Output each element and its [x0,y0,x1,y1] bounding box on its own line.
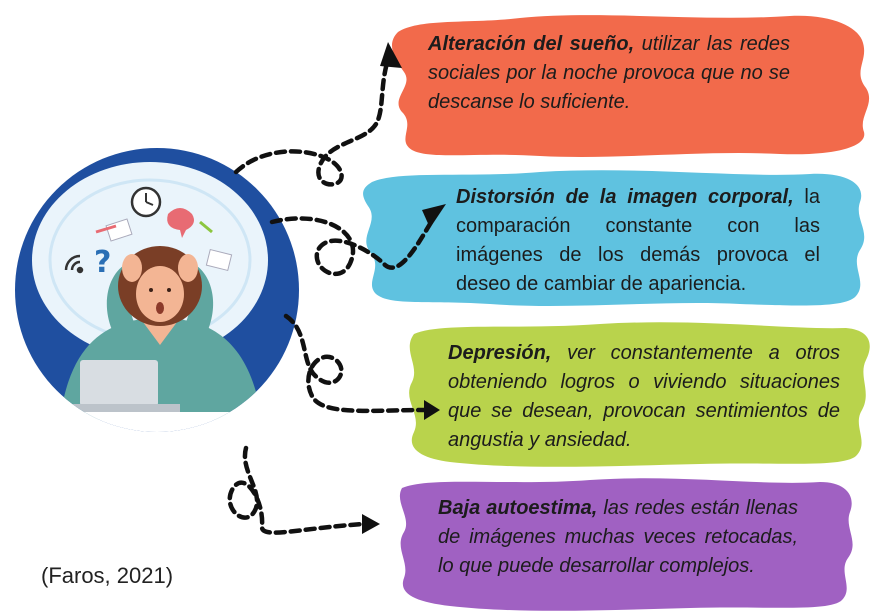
brush-orange [391,15,870,157]
connector-to-depression [283,313,429,414]
arrowhead-4 [362,514,380,534]
question-mark-icon: ? [94,245,111,280]
effect-title: Baja autoestima, [438,497,598,519]
effect-body-image-distortion: Distorsión de la imagen corporal, la com… [456,183,820,299]
effect-low-self-esteem: Baja autoestima, las redes están llenas … [438,494,798,581]
connector-to-self-esteem [227,445,367,535]
brush-green [409,322,870,467]
brush-blue [363,170,865,306]
clock-icon [130,186,162,218]
effect-title: Depresión, [448,342,552,364]
effect-title: Alteración del sueño, [428,33,635,55]
laptop-icon [80,360,158,406]
effect-sleep-disruption: Alteración del sueño, utilizar las redes… [428,30,790,117]
speech-bubble-icon [167,208,194,238]
arrowhead-2 [422,204,446,228]
effect-title: Distorsión de la imagen corporal, [456,186,794,208]
effect-body: las redes están llenas de imágenes mucha… [438,497,798,577]
effect-body: ver constantemente a otros obteniendo lo… [448,342,840,451]
connector-to-body-image [269,211,439,277]
arrowhead-3 [424,400,440,420]
effect-body: la comparación constante con las imágene… [456,186,820,295]
arrowhead-1 [380,42,402,68]
effect-body: utilizar las redes sociales por la noche… [428,33,791,113]
connector-to-sleep [233,51,393,187]
brush-purple [399,478,853,611]
wifi-icon [64,254,84,274]
citation: (Faros, 2021) [41,563,174,588]
effect-depression: Depresión, ver constantemente a otros ob… [448,339,840,455]
